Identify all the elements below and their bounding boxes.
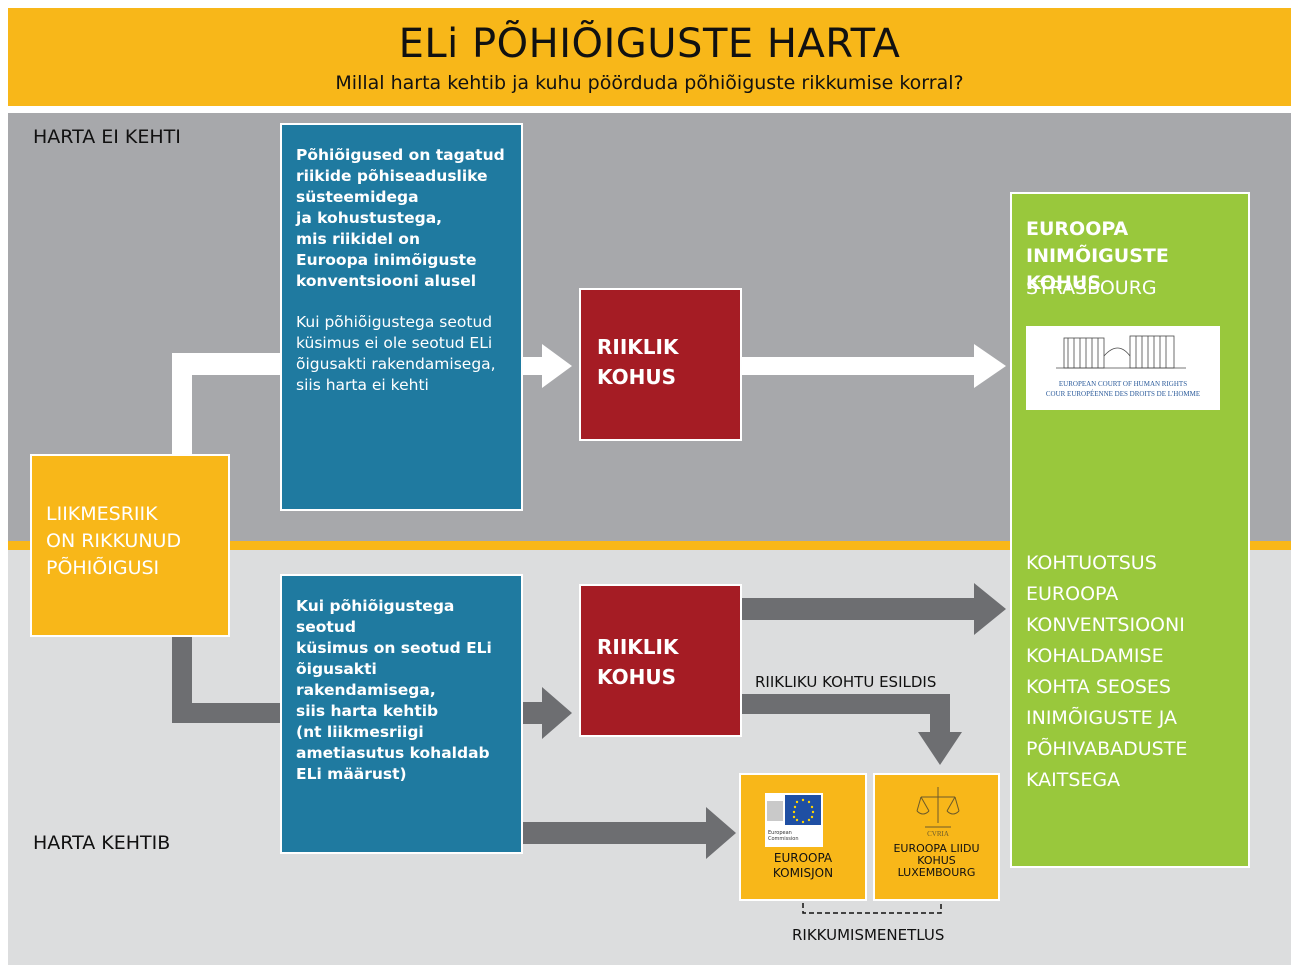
echr-logo-text: EUROPEAN COURT OF HUMAN RIGHTS — [1058, 380, 1188, 388]
court-of-justice-box: CVRIA EUROOPA LIIDU KOHUS LUXEMBOURG — [873, 773, 1000, 901]
echr-ruling-line: KOHTA SEOSES — [1026, 676, 1171, 698]
member-state-line: LIIKMESRIIK — [46, 503, 158, 525]
echr-ruling-line: INIMÕIGUSTE JA — [1026, 707, 1177, 729]
white-connector-member-to-top — [172, 353, 282, 456]
gray-arrow-court-to-echr — [740, 583, 1006, 635]
echr-ruling-line: EUROOPA — [1026, 583, 1119, 605]
gray-arrow-preliminary-reference — [740, 694, 962, 765]
cjeu-name-line: EUROOPA LIIDU — [893, 842, 980, 855]
info-text-line: süsteemidega — [296, 188, 419, 206]
page-title: ELi PÕHIÕIGUSTE HARTA — [398, 21, 901, 67]
echr-name: EUROOPA INIMÕIGUSTE KOHUS — [1026, 216, 1248, 297]
commission-logo-text: European — [768, 830, 792, 836]
commission-name-line: KOMISJON — [772, 866, 834, 880]
info-text-line: ja kohustustega, — [296, 209, 443, 227]
section-divider — [8, 541, 1291, 550]
member-state-box: LIIKMESRIIK ON RIKKUNUD PÕHIÕIGUSI — [30, 454, 230, 637]
info-text-line: Kui põhiõigustega seotud — [296, 597, 455, 636]
info-box-not-applicable: Põhiõigused on tagatud riikide põhiseadu… — [280, 123, 523, 511]
info-text-line: Põhiõigused on tagatud — [296, 146, 505, 164]
national-court-line: RIIKLIK — [597, 335, 679, 359]
gray-arrow-to-national-court-bottom — [522, 687, 572, 739]
info-text-line: mis riikidel on — [296, 230, 420, 248]
echr-ruling-line: KAITSEGA — [1026, 769, 1121, 791]
cvria-logo-text: CVRIA — [927, 830, 949, 838]
info-text-line: siis harta ei kehti — [296, 376, 429, 394]
white-arrow-to-national-court-top — [520, 344, 572, 388]
info-text-line: riikide põhiseaduslike — [296, 167, 488, 185]
echr-name-line: EUROOPA — [1026, 218, 1129, 240]
white-arrow-to-echr — [740, 344, 1006, 388]
cjeu-name-line: LUXEMBOURG — [897, 866, 976, 879]
echr-ruling-text: KOHTUOTSUS EUROOPA KONVENTSIOONI KOHALDA… — [1026, 548, 1187, 796]
preliminary-reference-label: RIIKLIKU KOHTU ESILDIS — [755, 673, 937, 691]
cjeu-name: EUROOPA LIIDU KOHUS LUXEMBOURG — [875, 843, 998, 879]
info-text-line: ametiasutus kohaldab — [296, 744, 490, 762]
echr-box: EUROOPA INIMÕIGUSTE KOHUS STRASBOURG EUR… — [1010, 192, 1250, 868]
member-state-line: ON RIKKUNUD — [46, 530, 182, 552]
header-banner: ELi PÕHIÕIGUSTE HARTA Millal harta kehti… — [8, 8, 1291, 106]
national-court-line: KOHUS — [597, 665, 676, 689]
commission-logo: European Commission — [765, 793, 823, 847]
court-building-icon — [1056, 335, 1186, 369]
european-commission-box: European Commission EUROOPA KOMISJON — [739, 773, 867, 901]
section-label-applicable: HARTA KEHTIB — [33, 832, 171, 854]
echr-ruling-line: KOHTUOTSUS — [1026, 552, 1157, 574]
national-court-line: RIIKLIK — [597, 635, 679, 659]
cjeu-name-line: KOHUS — [917, 854, 956, 867]
info-text-line: siis harta kehtib — [296, 702, 439, 720]
section-label-not-applicable: HARTA EI KEHTI — [33, 126, 181, 148]
commission-name: EUROOPA KOMISJON — [741, 851, 865, 881]
gray-connector-member-to-bottom — [172, 637, 282, 723]
info-box-applicable: Kui põhiõigustega seotud küsimus on seot… — [280, 574, 523, 854]
page-subtitle: Millal harta kehtib ja kuhu pöörduda põh… — [335, 72, 964, 94]
echr-ruling-line: PÕHIVABADUSTE — [1026, 738, 1188, 760]
echr-city: STRASBOURG — [1026, 277, 1157, 299]
eu-flag-icon — [767, 795, 821, 825]
gray-arrow-to-commission — [522, 807, 736, 859]
info-text-line: Euroopa inimõiguste — [296, 251, 477, 269]
echr-name-line: INIMÕIGUSTE KOHUS — [1026, 245, 1169, 294]
national-court-box-bottom: RIIKLIK KOHUS — [579, 584, 742, 737]
info-text-line: konventsiooni alusel — [296, 272, 477, 290]
national-court-box-top: RIIKLIK KOHUS — [579, 288, 742, 441]
info-text-line: (nt liikmesriigi — [296, 723, 424, 741]
infringement-procedure-label: RIKKUMISMENETLUS — [792, 926, 945, 944]
echr-logo-text: COUR EUROPÉENNE DES DROITS DE L'HOMME — [1045, 390, 1201, 398]
info-text-line: Kui põhiõigustega seotud — [296, 313, 493, 331]
info-text-line: õigusakti rakendamisega, — [296, 660, 436, 699]
commission-logo-text: Commission — [768, 836, 799, 842]
info-text-line: küsimus on seotud ELi — [296, 639, 492, 657]
scales-of-justice-icon: CVRIA — [916, 787, 960, 838]
echr-ruling-line: KOHALDAMISE — [1026, 645, 1164, 667]
echr-logo: EUROPEAN COURT OF HUMAN RIGHTS COUR EURO… — [1026, 326, 1220, 410]
info-text-line: ELi määrust) — [296, 765, 407, 783]
info-text-line: õigusakti rakendamisega, — [296, 355, 496, 373]
commission-name-line: EUROOPA — [773, 851, 833, 865]
member-state-line: PÕHIÕIGUSI — [46, 557, 160, 579]
info-text-line: küsimus ei ole seotud ELi — [296, 334, 493, 352]
echr-ruling-line: KONVENTSIOONI — [1026, 614, 1185, 636]
infringement-bracket — [802, 903, 942, 914]
national-court-line: KOHUS — [597, 365, 676, 389]
